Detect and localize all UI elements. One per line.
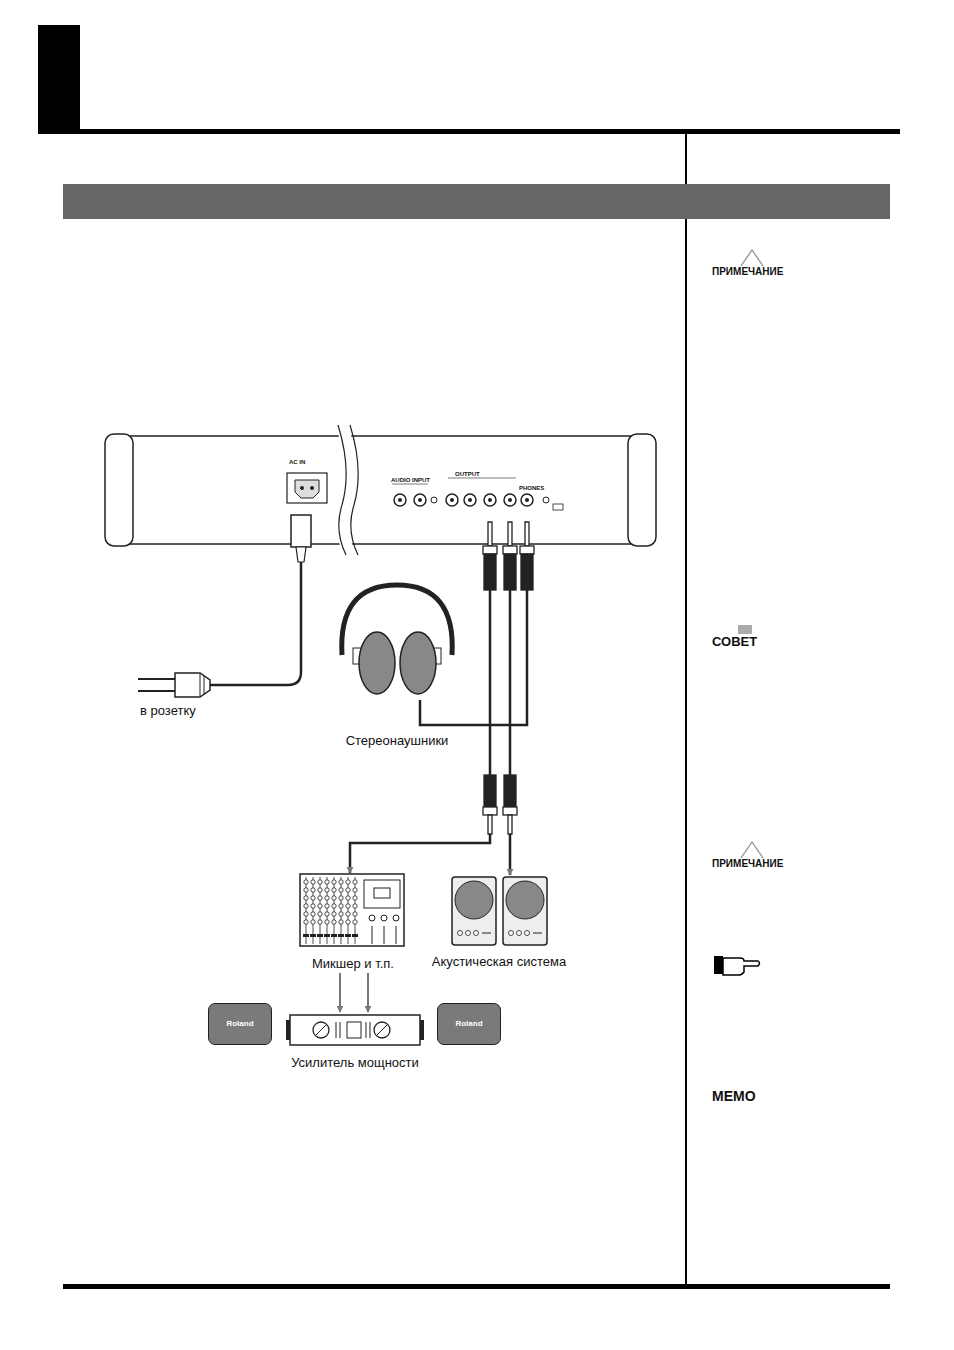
node-label: Акустическая система <box>430 955 568 970</box>
roland-speaker: Roland <box>437 1003 501 1045</box>
reference-hand-icon <box>714 956 760 975</box>
section-band <box>63 184 890 219</box>
note-icon <box>741 842 763 858</box>
mixer <box>300 874 404 946</box>
node-label: Микшер и т.п. <box>298 957 408 972</box>
tip-heading: СОВЕТ <box>712 635 757 650</box>
footer-rule <box>63 1284 890 1289</box>
note-icon <box>741 250 763 266</box>
header-rule <box>38 129 900 134</box>
power-cord <box>138 515 311 697</box>
instrument-rear-panel <box>105 425 656 555</box>
cable-connector <box>339 973 341 1012</box>
instrument-panel: AC IN AUDIO INPUT OUTPUT PHONES <box>105 432 656 546</box>
tip-icon <box>738 625 752 634</box>
panel-label: AUDIO INPUT <box>391 477 430 484</box>
output-plugs <box>483 522 534 590</box>
power-amplifier <box>286 1015 424 1045</box>
outlet-label: в розетку <box>140 704 196 719</box>
note-heading: ПРИМЕЧАНИЕ <box>712 858 783 870</box>
amplifier-box: Усилитель мощности <box>284 1012 426 1072</box>
panel-label: AC IN <box>289 459 305 466</box>
node-label: Стереонаушники <box>335 734 459 749</box>
chapter-block <box>38 25 80 133</box>
node-label: Roland <box>209 1019 271 1028</box>
panel-label: OUTPUT <box>455 471 480 478</box>
cable-connector <box>367 973 369 1012</box>
mixer-box: Микшер и т.п. <box>298 873 408 973</box>
memo-heading: MEMO <box>712 1088 756 1104</box>
roland-speaker: Roland <box>208 1003 272 1045</box>
headphones <box>342 585 453 694</box>
speaker-box: Акустическая система <box>430 875 568 971</box>
note-heading: ПРИМЕЧАНИЕ <box>712 266 783 278</box>
column-rule <box>685 133 687 1285</box>
output-plugs-lower <box>483 775 517 834</box>
cable-connector <box>350 546 490 873</box>
headphones-box: Стереонаушники <box>335 583 459 700</box>
node-label: Усилитель мощности <box>284 1056 426 1071</box>
speakers <box>452 877 547 945</box>
cable-connector <box>509 546 512 875</box>
node-label: Roland <box>438 1019 500 1028</box>
panel-label: PHONES <box>519 485 544 492</box>
